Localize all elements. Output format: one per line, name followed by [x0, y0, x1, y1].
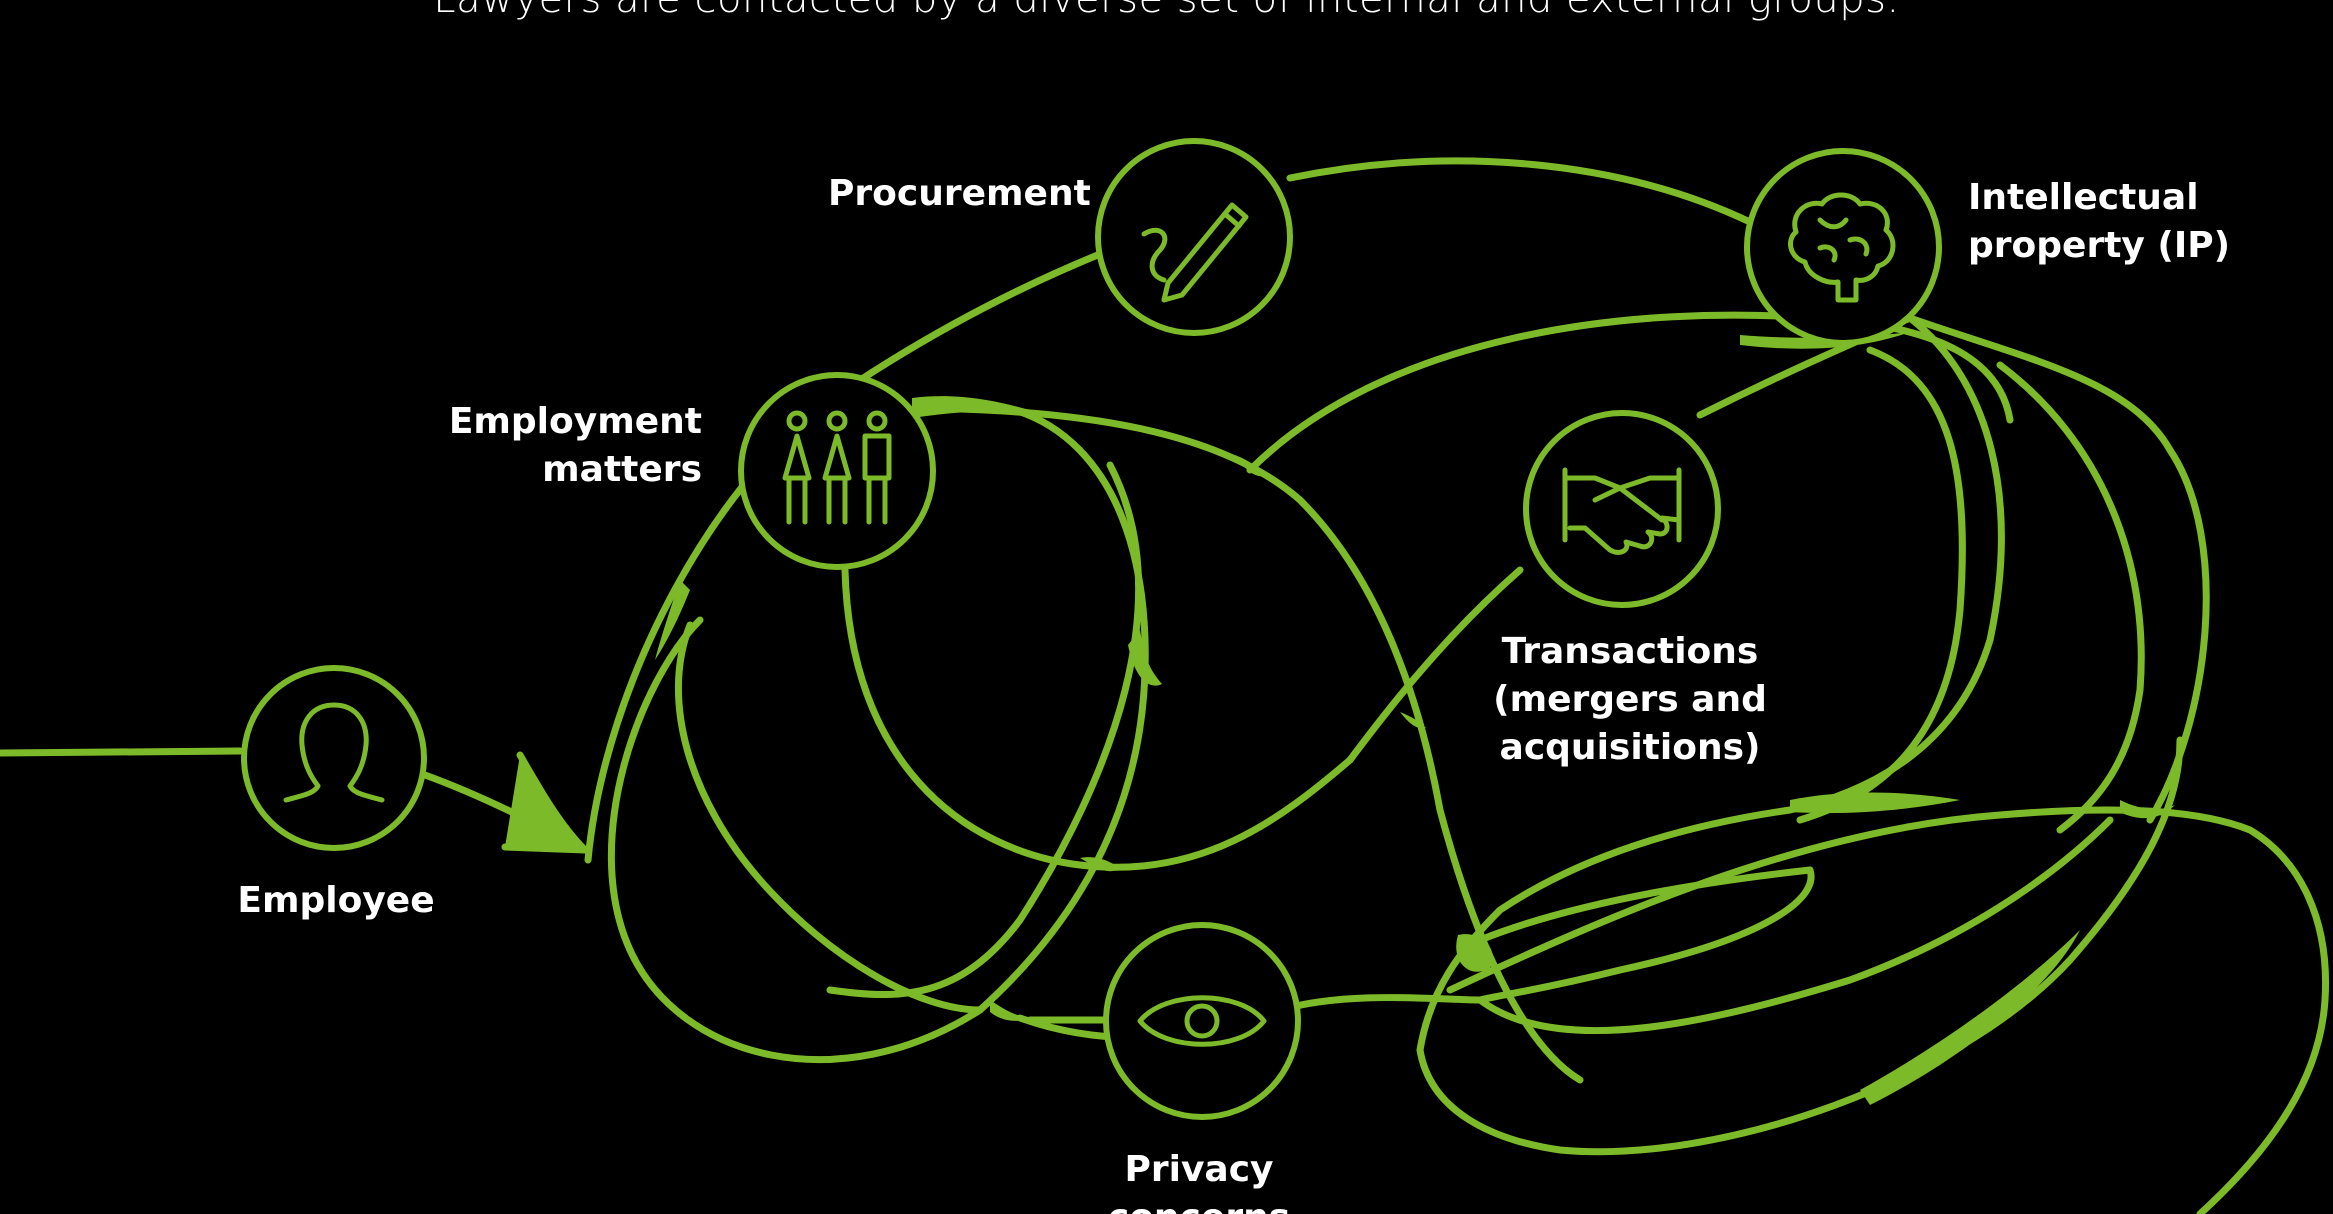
privacy-label: Privacy concerns	[1054, 1146, 1344, 1214]
employment-label-line: Employment	[448, 401, 702, 442]
loop-cross-a	[916, 404, 1584, 1084]
eye-icon	[1137, 995, 1267, 1047]
procurement-label: Procurement	[828, 170, 1091, 218]
employment-node	[738, 372, 936, 570]
brain-icon	[1788, 192, 1896, 303]
person-icon	[283, 702, 385, 803]
ip-label-line: Intellectual	[1968, 177, 2199, 218]
employee-label-line: Employee	[237, 880, 435, 921]
loop-inner-b	[841, 566, 1354, 871]
transactions-label-line: (mergers and	[1493, 679, 1767, 720]
loop-bottom-c	[1476, 816, 2114, 1035]
loop-top	[1286, 157, 2210, 824]
people-icon	[782, 410, 892, 525]
privacy-label-line: concerns	[1054, 1194, 1344, 1214]
transactions-label: Transactions (mergers and acquisitions)	[1480, 628, 1780, 772]
loop-right-d	[1996, 361, 2145, 834]
transactions-label-line: Transactions	[1501, 631, 1759, 672]
transactions-node	[1523, 410, 1721, 608]
procurement-label-line: Procurement	[828, 173, 1091, 214]
loop-left-inner	[674, 621, 984, 1014]
incoming-line	[0, 747, 244, 757]
ip-label-line: property (IP)	[1968, 225, 2231, 266]
diagram-caption: Lawyers are contacted by a diverse set o…	[0, 0, 2333, 22]
employee-node	[241, 665, 427, 851]
ip-node	[1744, 148, 1942, 346]
pen-icon	[1141, 202, 1249, 303]
employment-label: Employment matters	[420, 398, 702, 494]
privacy-node	[1103, 922, 1301, 1120]
handshake-icon	[1562, 467, 1682, 555]
ip-label: Intellectual property (IP)	[1968, 174, 2230, 270]
transactions-label-line: acquisitions)	[1499, 727, 1761, 768]
loop-bottom-b	[1476, 866, 1815, 1004]
loop-right-c	[1796, 346, 1966, 824]
procurement-node	[1095, 138, 1293, 336]
loop-right-a	[1346, 566, 1524, 764]
arrow-head	[501, 751, 589, 854]
employment-label-line: matters	[542, 449, 702, 490]
loop-cross-b	[1246, 311, 2014, 474]
privacy-label-line: Privacy	[1124, 1149, 1274, 1190]
employee-label: Employee	[236, 877, 436, 925]
